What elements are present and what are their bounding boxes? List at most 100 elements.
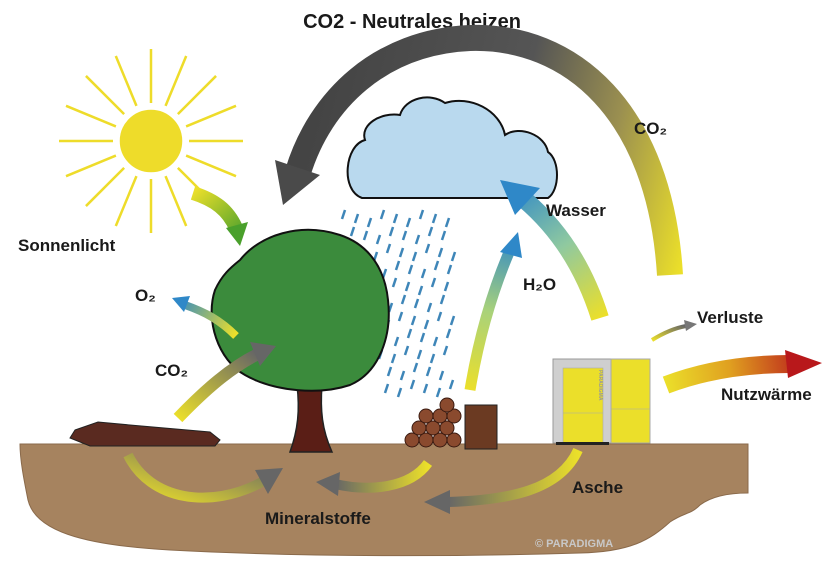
raindrop (396, 387, 403, 398)
raindrop (393, 336, 400, 347)
log-end (446, 408, 462, 424)
raindrop (419, 332, 426, 343)
cloud-icon (346, 96, 558, 199)
co2-return-arrow (275, 24, 683, 276)
boiler: PARADIGMA (552, 358, 651, 445)
raindrop (401, 230, 408, 241)
sunlight-arrow (190, 186, 248, 246)
raindrop (433, 260, 440, 271)
label-co2-top: CO₂ (634, 119, 667, 138)
sun-ray (164, 55, 188, 107)
h2o-arrow (464, 232, 522, 391)
raindrop (446, 264, 453, 275)
raindrop (426, 302, 433, 313)
log-end (418, 408, 434, 424)
log-end (439, 420, 455, 436)
raindrop (443, 281, 450, 292)
log-end (446, 432, 462, 448)
raindrop (437, 247, 444, 258)
label-ash: Asche (572, 478, 623, 497)
raindrop (386, 366, 393, 377)
raindrop (391, 277, 398, 288)
label-losses: Verluste (697, 308, 763, 327)
raindrop (388, 226, 395, 237)
raindrop (416, 349, 423, 360)
minerals-arrow-left (123, 452, 283, 503)
raindrop (366, 217, 373, 228)
raindrop (409, 379, 416, 390)
raindrop (400, 294, 407, 305)
sun-ray (185, 154, 237, 178)
firewood-pile (404, 397, 498, 450)
sun-ray (85, 166, 126, 207)
raindrop (397, 311, 404, 322)
sun-ray (185, 104, 237, 128)
raindrop (418, 209, 425, 220)
raindrop (436, 311, 443, 322)
sun-ray (164, 175, 188, 227)
co2-uptake-arrow (173, 342, 276, 423)
raindrop (383, 383, 390, 394)
raindrop (432, 336, 439, 347)
label-minerals: Mineralstoffe (265, 509, 371, 528)
raindrop (435, 387, 442, 398)
sun-ray (85, 75, 126, 116)
raindrop (390, 353, 397, 364)
ash-arrow (424, 447, 583, 514)
raindrop (379, 209, 386, 220)
deadwood-log (69, 421, 221, 447)
raindrop (424, 243, 431, 254)
raindrop (413, 298, 420, 309)
water-arrow (500, 180, 609, 321)
sun-icon (59, 49, 243, 233)
boiler-brand: PARADIGMA (597, 370, 603, 401)
raindrop (407, 264, 414, 275)
raindrop (442, 345, 449, 356)
raindrop (414, 234, 421, 245)
sun-ray (176, 75, 217, 116)
sun-ray (114, 175, 138, 227)
raindrop (392, 213, 399, 224)
oxygen-arrow (172, 296, 239, 339)
raindrop (394, 260, 401, 271)
raindrop (439, 294, 446, 305)
raindrop (405, 217, 412, 228)
raindrop (410, 315, 417, 326)
raindrop (340, 209, 347, 220)
raindrop (431, 213, 438, 224)
raindrop (445, 328, 452, 339)
raindrop (399, 370, 406, 381)
label-sunlight: Sonnenlicht (18, 236, 116, 255)
useful-heat-arrow (662, 350, 822, 394)
raindrop (412, 362, 419, 373)
copyright-watermark: © PARADIGMA (535, 538, 613, 550)
raindrop (422, 383, 429, 394)
log-end (439, 397, 455, 413)
raindrop (430, 277, 437, 288)
raindrop (375, 234, 382, 245)
label-useful-heat: Nutzwärme (721, 385, 812, 404)
losses-arrow (650, 320, 697, 342)
raindrop (423, 319, 430, 330)
raindrop (353, 213, 360, 224)
label-h2o: H₂O (523, 275, 556, 294)
raindrop (417, 285, 424, 296)
raindrop (425, 366, 432, 377)
rain (340, 209, 457, 398)
label-water: Wasser (546, 201, 606, 220)
minerals-arrow-middle (316, 459, 433, 496)
raindrop (440, 230, 447, 241)
sun-ray (114, 55, 138, 107)
raindrop (403, 345, 410, 356)
raindrop (450, 251, 457, 262)
raindrop (444, 217, 451, 228)
tree-trunk (288, 384, 334, 453)
raindrop (448, 379, 455, 390)
raindrop (398, 247, 405, 258)
raindrop (427, 226, 434, 237)
raindrop (385, 243, 392, 254)
raindrop (438, 370, 445, 381)
sun-ray (65, 104, 117, 128)
raindrop (429, 353, 436, 364)
